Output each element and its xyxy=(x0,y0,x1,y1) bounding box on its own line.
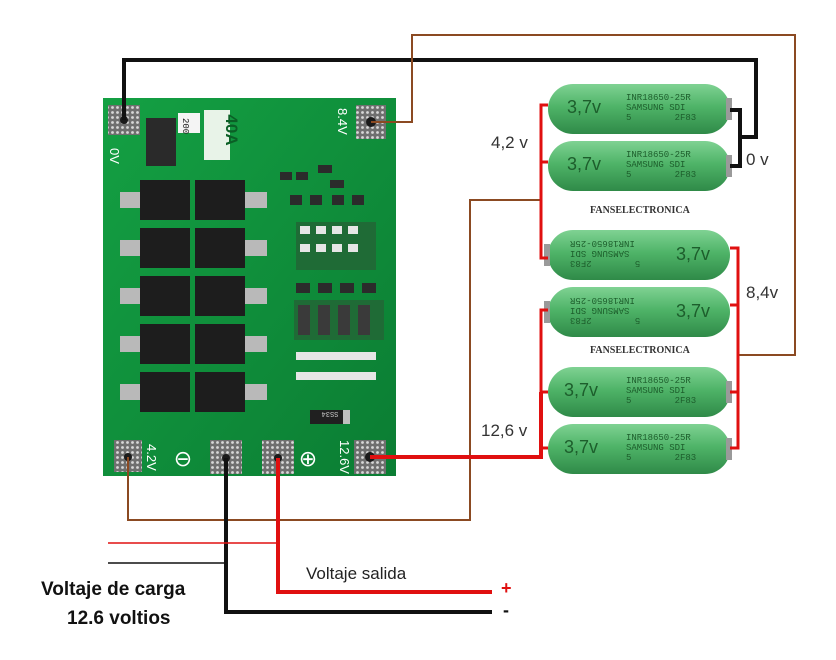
tap-label-4v2: 4,2 v xyxy=(491,133,528,152)
mosfet xyxy=(195,228,245,268)
mosfet xyxy=(140,372,190,412)
cell-model: INR18650-25R xyxy=(626,376,691,386)
brand-watermark: FANSELECTRONICA xyxy=(590,205,690,216)
charge-voltage-label: Voltaje de carga xyxy=(41,579,186,600)
pad-0v-label: 0V xyxy=(107,148,122,164)
rating-label-bg xyxy=(204,110,230,160)
battery-cell xyxy=(544,287,730,337)
mosfet xyxy=(195,324,245,364)
cell-code: 5 2F83 xyxy=(626,453,697,463)
mosfet xyxy=(140,180,190,220)
cell-voltage: 3,7v xyxy=(676,301,711,321)
tap-label-12v6: 12,6 v xyxy=(481,421,528,440)
mosfet xyxy=(195,276,245,316)
output-voltage-label: Voltaje salida xyxy=(306,564,407,583)
wire-output-negative xyxy=(224,458,492,614)
wire-red-link-right xyxy=(730,246,740,394)
wire-red-link-left-top xyxy=(539,103,548,260)
charge-voltage-value: 12.6 voltios xyxy=(67,608,171,629)
smd-components xyxy=(280,165,384,380)
cell-voltage: 3,7v xyxy=(567,97,602,117)
battery-cell xyxy=(544,230,730,280)
cell-voltage: 3,7v xyxy=(676,244,711,264)
wire-black-0v xyxy=(122,58,758,139)
cell-brand: SAMSUNG SDI xyxy=(626,443,686,453)
cell-brand: SAMSUNG SDI xyxy=(626,386,686,396)
battery-pack xyxy=(544,84,732,474)
cell-brand: SAMSUNG SDI xyxy=(626,160,686,170)
mosfet-array xyxy=(120,180,267,412)
bms-board: 40A 200 0V 8.4V 4.2V 12.6V ⊖ ⊕ SS34 xyxy=(103,98,396,476)
cell-code: 5 2F83 xyxy=(626,170,697,180)
cell-brand: SAMSUNG SDI xyxy=(570,248,630,258)
rating-label: 40A xyxy=(222,114,241,145)
wire-red-link-left-bottom xyxy=(539,308,548,394)
diode xyxy=(310,410,350,424)
cell-code: 5 2F83 xyxy=(570,258,641,268)
mosfet xyxy=(195,180,245,220)
wire-brown-8v4 xyxy=(371,34,796,356)
cell-brand: SAMSUNG SDI xyxy=(626,103,686,113)
cell-code: 5 2F83 xyxy=(626,396,697,406)
wiring xyxy=(108,34,796,614)
wire-output-positive xyxy=(276,458,492,594)
output-minus-symbol: - xyxy=(503,600,509,620)
pad-8v4-label: 8.4V xyxy=(335,108,350,135)
positive-symbol: ⊕ xyxy=(299,447,317,472)
wire-brown-4v2 xyxy=(127,199,541,521)
battery-cell xyxy=(548,424,732,474)
mosfet xyxy=(140,228,190,268)
cell-model: INR18650-25R xyxy=(626,433,691,443)
battery-cell xyxy=(548,141,732,191)
wire-red-12v6 xyxy=(370,392,543,459)
mosfet xyxy=(195,372,245,412)
mosfet xyxy=(140,324,190,364)
cell-voltage: 3,7v xyxy=(567,154,602,174)
battery-cell xyxy=(548,84,732,134)
battery-cell xyxy=(548,367,732,417)
pad-12v6-label: 12.6V xyxy=(337,440,352,474)
wire-black-bridge xyxy=(730,108,742,168)
cell-model: INR18650-25R xyxy=(626,93,691,103)
tap-label-8v4: 8,4v xyxy=(746,283,779,302)
output-plus-symbol: + xyxy=(501,578,512,598)
cell-model: INR18650-25R xyxy=(570,238,635,248)
cell-voltage: 3,7v xyxy=(564,437,599,457)
cell-code: 5 2F83 xyxy=(626,113,697,123)
resistor-small xyxy=(178,113,200,133)
tap-label-0v: 0 v xyxy=(746,150,769,169)
negative-symbol: ⊖ xyxy=(174,447,192,472)
pad-4v2-label: 4.2V xyxy=(144,444,159,471)
resistor-label: 200 xyxy=(180,118,190,134)
cell-model: INR18650-25R xyxy=(570,295,635,305)
cell-brand: SAMSUNG SDI xyxy=(570,305,630,315)
resistor-block xyxy=(146,118,176,166)
cell-code: 5 2F83 xyxy=(570,315,641,325)
diode-label: SS34 xyxy=(322,409,339,417)
brand-watermark: FANSELECTRONICA xyxy=(590,345,690,356)
cell-model: INR18650-25R xyxy=(626,150,691,160)
cell-voltage: 3,7v xyxy=(564,380,599,400)
mosfet xyxy=(140,276,190,316)
